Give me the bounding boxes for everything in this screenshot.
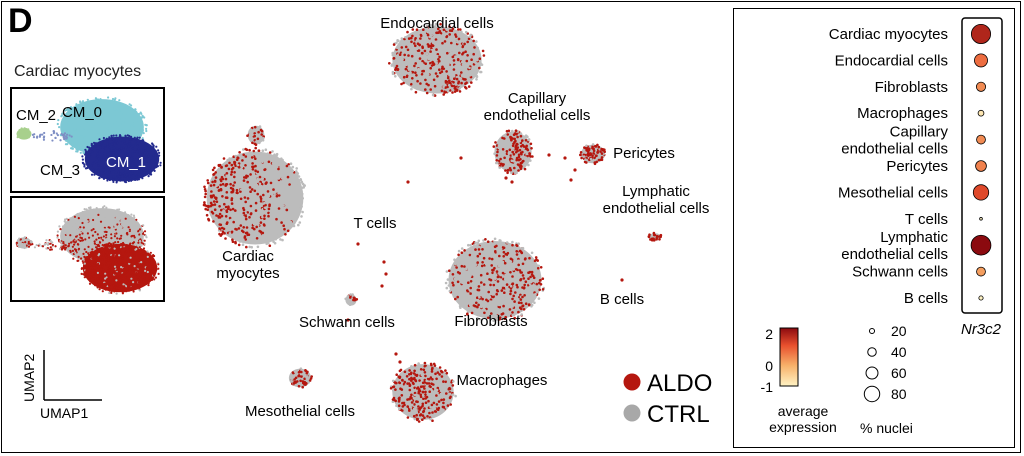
condition-legend: ALDO CTRL [623,370,712,428]
inset-label-cm0: CM_0 [62,104,102,121]
dotplot-row-label: Cardiac myocytes [829,26,948,43]
dotplot-dot [975,160,987,172]
panel-letter: D [8,2,33,40]
cluster-label-t-cells: T cells [353,215,396,232]
umap2-axis-label: UMAP2 [21,354,37,402]
dotplot-dot [976,134,986,145]
dotplot-row-label: Schwann cells [852,264,948,281]
colorbar-tick-zero: 0 [765,358,773,374]
inset-condition-points [15,205,160,295]
cluster-label-mesothelial-cells: Mesothelial cells [245,403,355,420]
dotplot-row-label: Mesothelial cells [838,184,948,201]
dotplot-row-label: Macrophages [857,105,948,122]
dotplot-dot [970,234,992,256]
cluster-label-schwann-cells: Schwann cells [299,314,395,331]
dotplot-frame [733,8,1015,448]
size-legend-label: 40 [891,344,907,360]
inset-subcluster-points [16,96,162,184]
main-umap-points [202,22,663,423]
inset-label-cm1: CM_1 [106,154,146,171]
size-legend-title: % nuclei [860,420,913,436]
dotplot-dot [970,23,992,45]
size-legend-dot [865,366,879,380]
colorbar [779,327,799,387]
size-legend-label: 80 [891,386,907,402]
legend-aldo-swatch [623,373,641,391]
umap-axes: UMAP2 UMAP1 [21,350,102,421]
inset-label-cm2: CM_2 [16,107,56,124]
colorbar-tick-max: 2 [765,326,773,342]
dotplot-dot [976,266,986,277]
dotplot-dot [972,184,990,201]
inset-title: Cardiac myocytes [14,63,142,80]
dotplot-dot [974,53,988,68]
size-legend: 20 40 60 80 [863,323,907,403]
inset-condition-umap [15,205,160,295]
inset-label-cm3: CM_3 [40,162,80,179]
size-legend-label: 60 [891,365,907,381]
legend-ctrl-swatch [623,404,641,422]
inset-subclusters-box [10,87,165,193]
dotplot-dot [975,81,987,92]
dotplot-row-label: Endocardial cells [835,52,948,69]
cluster-label-endocardial-cells: Endocardial cells [380,15,493,32]
dotplot-row-label: Pericytes [886,158,948,175]
dotplot-column-box [961,17,1003,314]
dotplot-dot [978,295,984,301]
size-legend-dot [863,385,881,403]
size-legend-label: 20 [891,323,907,339]
dotplot-row-label: Fibroblasts [875,79,948,96]
legend-aldo-label: ALDO [647,370,712,397]
dotplot-row-label: B cells [904,290,948,307]
dotplot-dot [977,109,985,117]
dotplot-gene-label: Nr3c2 [961,321,1002,338]
cluster-label-b-cells: B cells [600,291,644,308]
cluster-label-pericytes: Pericytes [613,145,675,162]
umap1-axis-label: UMAP1 [40,405,88,421]
size-legend-dot [868,327,876,335]
size-legend-dot [867,347,877,357]
inset-condition-box [10,196,165,302]
legend-ctrl-label: CTRL [647,401,710,428]
dotplot-dot [979,217,983,221]
cluster-label-fibroblasts: Fibroblasts [454,313,527,330]
dotplot-row-label: T cells [905,211,948,228]
inset-subcluster-umap: CM_0 CM_1 CM_2 CM_3 [16,96,162,184]
cluster-label-macrophages: Macrophages [457,372,548,389]
colorbar-tick-min: -1 [761,379,774,395]
